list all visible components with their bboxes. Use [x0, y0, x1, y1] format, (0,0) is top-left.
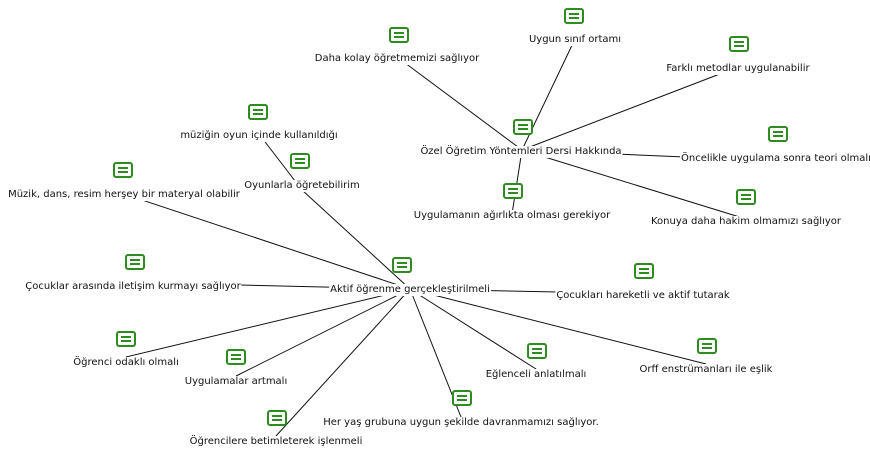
- note-list-icon[interactable]: [527, 343, 547, 359]
- node-label: Oyunlarla öğretebilirim: [243, 180, 361, 192]
- edge-aktif-oyun: [301, 189, 411, 290]
- node-label: Çocukları hareketli ve aktif tutarak: [555, 290, 731, 302]
- edge-aktif-orff: [409, 288, 707, 365]
- note-list-icon[interactable]: [113, 162, 133, 178]
- edge-ozel-konuya: [521, 149, 747, 220]
- note-list-icon[interactable]: [564, 8, 584, 24]
- node-label: Müzik, dans, resim herşey bir materyal o…: [7, 189, 241, 201]
- edge-aktif-muzik: [123, 193, 411, 290]
- note-list-icon[interactable]: [736, 189, 756, 205]
- node-label: Uygun sınıf ortamı: [527, 34, 623, 46]
- node-label: Öğrencilere betimleterek işlenmeli: [188, 436, 364, 448]
- node-label: Özel Öğretim Yöntemleri Dersi Hakkında: [419, 146, 623, 158]
- note-list-icon[interactable]: [503, 183, 523, 199]
- node-label: Farklı metodlar uygulanabilir: [665, 63, 811, 75]
- note-list-icon[interactable]: [452, 390, 472, 406]
- node-label: Daha kolay öğretmemizi sağlıyor: [313, 53, 481, 65]
- node-label: Çocuklar arasında iletişim kurmayı sağlı…: [24, 281, 242, 293]
- node-label: Orff enstrümanları ile eşlik: [638, 364, 774, 376]
- node-label: Öğrenci odaklı olmalı: [72, 357, 180, 369]
- edge-ozel-agirlik: [511, 149, 523, 215]
- note-list-icon[interactable]: [226, 349, 246, 365]
- note-list-icon[interactable]: [267, 410, 287, 426]
- node-label: Aktif öğrenme gerçekleştirilmeli: [329, 284, 491, 296]
- note-list-icon[interactable]: [768, 126, 788, 142]
- node-label: Her yaş grubuna uygun şekilde davranmamı…: [322, 417, 600, 429]
- note-list-icon[interactable]: [290, 153, 310, 169]
- note-list-icon[interactable]: [513, 119, 533, 135]
- node-label: Uygulamalar artmalı: [183, 376, 289, 388]
- note-list-icon[interactable]: [125, 254, 145, 270]
- note-list-icon[interactable]: [392, 257, 412, 273]
- node-label: Uygulamanın ağırlıkta olması gerekiyor: [412, 210, 612, 222]
- edge-aktif-betim: [275, 288, 411, 437]
- node-label: müziğin oyun içinde kullanıldığı: [179, 130, 339, 142]
- node-label: Öncelikle uygulama sonra teori olmalı: [680, 153, 870, 165]
- note-list-icon[interactable]: [634, 263, 654, 279]
- note-list-icon[interactable]: [729, 36, 749, 52]
- note-list-icon[interactable]: [116, 331, 136, 347]
- edge-ozel-daha: [396, 56, 523, 151]
- node-label: Konuya daha hakim olmamızı sağlıyor: [649, 216, 843, 228]
- note-list-icon[interactable]: [389, 27, 409, 43]
- note-list-icon[interactable]: [697, 338, 717, 354]
- note-list-icon[interactable]: [248, 104, 268, 120]
- node-label: Eğlenceli anlatılmalı: [484, 369, 588, 381]
- edge-ozel-farkli: [521, 66, 739, 151]
- edge-aktif-odakli: [125, 288, 411, 358]
- edge-aktif-eglence: [409, 288, 537, 370]
- edge-aktif-uygulama: [235, 288, 411, 377]
